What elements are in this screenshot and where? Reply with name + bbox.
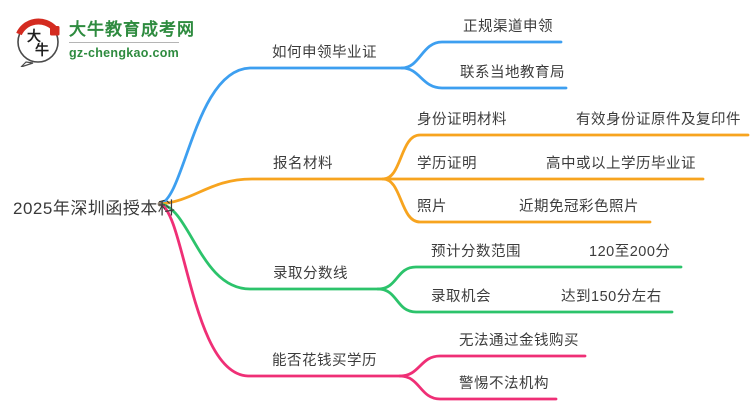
node-score-range-value: 120至200分 (589, 244, 671, 260)
node-id-proof-detail: 有效身份证原件及复印件 (576, 112, 741, 128)
logo-char-top: 大 (27, 28, 41, 44)
node-admission-chance: 录取机会 (431, 289, 491, 305)
logo-red-arc (16, 18, 57, 36)
node-official-channel: 正规渠道申领 (463, 19, 553, 35)
node-admission-chance-value: 达到150分左右 (561, 289, 662, 305)
branch-pink-lines (158, 202, 587, 401)
node-education-proof: 学历证明 (417, 156, 477, 172)
logo-title: 大牛教育成考网 (69, 20, 195, 39)
node-application-materials: 报名材料 (273, 156, 333, 172)
node-beware-illegal-agencies: 警惕不法机构 (459, 376, 549, 392)
node-education-proof-detail: 高中或以上学历毕业证 (546, 156, 696, 172)
node-claim-diploma: 如何申领毕业证 (272, 45, 377, 61)
root-topic: 2025年深圳函授本科 (13, 199, 176, 218)
branch-orange-lines (158, 133, 750, 224)
logo-char-bottom: 牛 (35, 42, 49, 58)
speech-bubble-tail (20, 61, 34, 67)
branch-blue-lines (158, 40, 568, 206)
node-cannot-buy-with-money: 无法通过金钱购买 (459, 333, 579, 349)
node-photo-detail: 近期免冠彩色照片 (519, 199, 639, 215)
node-expected-score-range: 预计分数范围 (431, 244, 521, 260)
logo-text-block: 大牛教育成考网 gz-chengkao.com (69, 20, 195, 61)
node-admission-score-line: 录取分数线 (273, 266, 348, 282)
node-id-proof: 身份证明材料 (417, 112, 507, 128)
node-contact-education-bureau: 联系当地教育局 (460, 65, 565, 81)
root-junction-dot (157, 201, 163, 207)
logo-domain: gz-chengkao.com (69, 42, 180, 61)
node-photo: 照片 (417, 199, 447, 215)
node-buy-diploma-question: 能否花钱买学历 (272, 353, 377, 369)
branch-green-lines (158, 202, 683, 314)
logo-red-seal (50, 26, 60, 36)
logo-bull-mark-icon: 大 牛 (16, 18, 60, 67)
site-logo: 大 牛 大牛教育成考网 gz-chengkao.com (14, 15, 195, 67)
